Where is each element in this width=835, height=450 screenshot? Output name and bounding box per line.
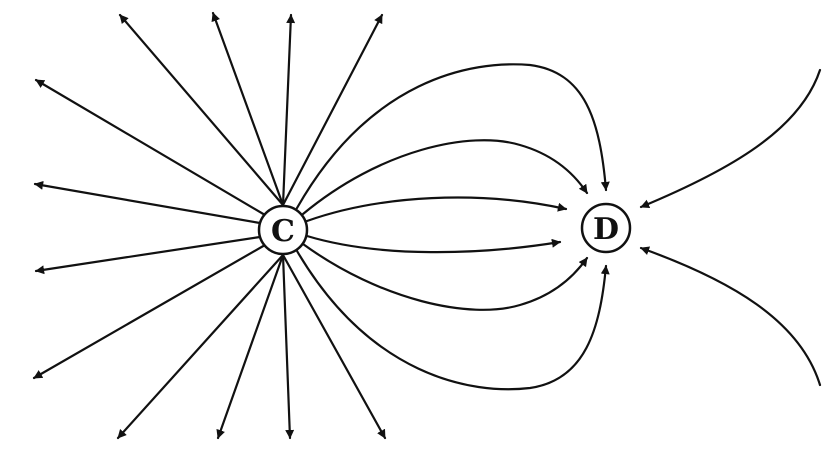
field-line xyxy=(216,253,285,440)
field-line xyxy=(32,243,267,380)
field-line xyxy=(34,78,267,217)
field-line xyxy=(305,196,568,223)
incoming-field-lines-d xyxy=(639,68,822,387)
field-line xyxy=(118,13,285,207)
charge-c: C xyxy=(257,204,309,256)
field-line xyxy=(281,13,296,207)
field-line xyxy=(301,242,589,311)
field-line xyxy=(33,180,262,225)
field-line xyxy=(301,139,589,216)
charge-c-label: C xyxy=(271,214,295,249)
field-line xyxy=(281,253,295,440)
field-line xyxy=(305,234,562,254)
field-line xyxy=(639,68,822,209)
charge-d: D xyxy=(580,202,632,254)
field-line xyxy=(281,13,384,207)
connecting-field-lines xyxy=(295,63,610,391)
field-line xyxy=(639,246,822,387)
radial-field-lines-c xyxy=(32,11,387,440)
field-line xyxy=(34,235,262,275)
charge-d-label: D xyxy=(593,212,619,247)
field-line xyxy=(281,253,387,440)
field-line xyxy=(295,249,610,391)
field-line xyxy=(295,63,610,210)
field-line xyxy=(211,11,285,207)
field-line xyxy=(116,253,285,440)
